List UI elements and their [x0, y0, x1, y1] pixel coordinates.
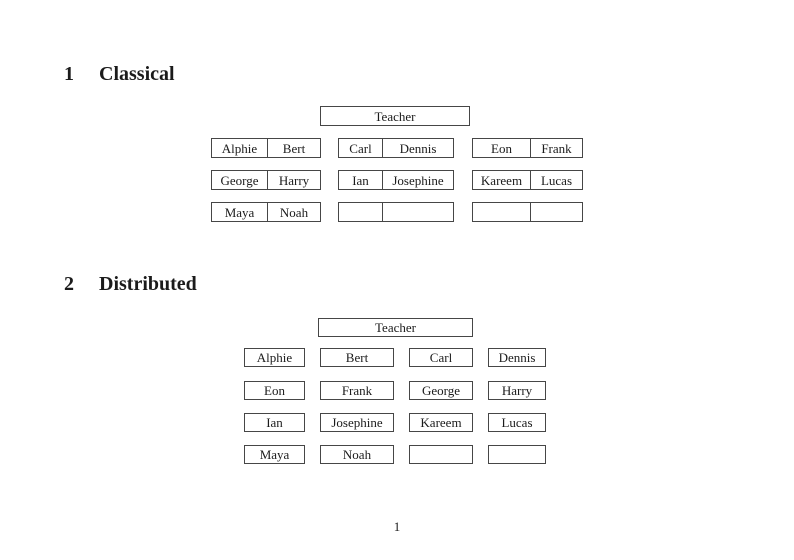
seat-r4c2: Noah — [320, 445, 394, 464]
seat-r3c3: Kareem — [409, 413, 473, 432]
seat-r2c2: Frank — [320, 381, 394, 400]
seat-r3c4: Lucas — [488, 413, 546, 432]
seat-left: George — [220, 172, 259, 188]
seat-right: Frank — [530, 139, 582, 157]
desk-r2c3: Kareem Lucas — [472, 170, 583, 190]
desk-r3c3-empty — [472, 202, 583, 222]
seat-right: Bert — [267, 139, 320, 157]
seat-r4c4-empty — [488, 445, 546, 464]
section-number: 1 — [64, 63, 74, 85]
seat-r2c4: Harry — [488, 381, 546, 400]
seat-left — [473, 203, 530, 221]
seat-right: Josephine — [382, 171, 453, 189]
teacher-label: Teacher — [374, 108, 416, 124]
seat-left: Maya — [224, 204, 255, 220]
seat-left: Ian — [352, 172, 369, 188]
seat-r1c1: Alphie — [244, 348, 305, 367]
section-number: 2 — [64, 273, 74, 295]
seat-right: Noah — [267, 203, 320, 221]
seat-left — [339, 203, 382, 221]
seat-r1c4: Dennis — [488, 348, 546, 367]
seat-r1c2: Bert — [320, 348, 394, 367]
seat-right: Dennis — [382, 139, 453, 157]
seat-r1c3: Carl — [409, 348, 473, 367]
seat-left: Alphie — [221, 140, 258, 156]
desk-r3c2-empty — [338, 202, 454, 222]
seat-right: Lucas — [530, 171, 582, 189]
seat-left: Kareem — [480, 172, 523, 188]
section-1-heading: 1 Classical — [64, 64, 175, 84]
teacher-box: Teacher — [318, 318, 473, 337]
section-title: Classical — [99, 63, 175, 85]
desk-r1c1: Alphie Bert — [211, 138, 321, 158]
seat-right: Harry — [267, 171, 320, 189]
page-number: 1 — [393, 519, 401, 534]
seat-r4c3-empty — [409, 445, 473, 464]
seat-left: Eon — [491, 140, 512, 156]
seat-right — [530, 203, 582, 221]
section-2-heading: 2 Distributed — [64, 274, 197, 294]
seat-r2c3: George — [409, 381, 473, 400]
teacher-label: Teacher — [375, 320, 416, 335]
seat-r4c1: Maya — [244, 445, 305, 464]
section-title: Distributed — [99, 273, 197, 295]
seat-left: Carl — [349, 140, 372, 156]
seat-r2c1: Eon — [244, 381, 305, 400]
seat-r3c2: Josephine — [320, 413, 394, 432]
desk-r2c1: George Harry — [211, 170, 321, 190]
seat-right — [382, 203, 453, 221]
desk-r2c2: Ian Josephine — [338, 170, 454, 190]
desk-r1c3: Eon Frank — [472, 138, 583, 158]
teacher-box: Teacher — [320, 106, 470, 126]
seat-r3c1: Ian — [244, 413, 305, 432]
desk-r1c2: Carl Dennis — [338, 138, 454, 158]
desk-r3c1: Maya Noah — [211, 202, 321, 222]
